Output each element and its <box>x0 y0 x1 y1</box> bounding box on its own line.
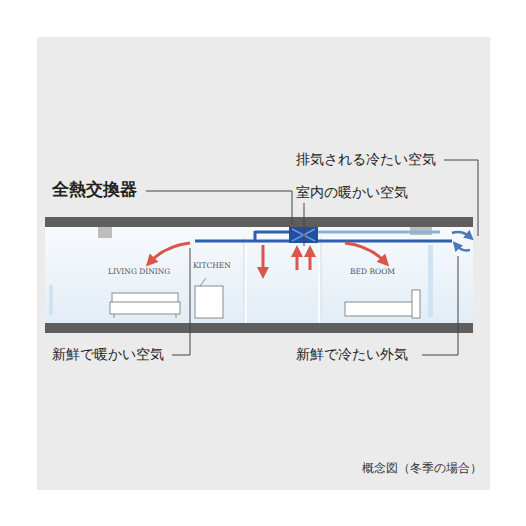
callout-label: 新鮮で暖かい空気 <box>52 346 164 362</box>
part-label: 全熱交換器 <box>52 180 137 200</box>
kitchen-counter <box>195 278 223 318</box>
leader-line <box>146 160 478 355</box>
callout-label: 新鮮で冷たい外気 <box>296 346 408 362</box>
intake-air-arrow <box>456 245 470 250</box>
room-name: BED ROOM <box>350 268 395 277</box>
exhaust-air-arrow <box>452 232 470 237</box>
warm-air-arrow <box>296 251 299 270</box>
ceiling-slab <box>45 217 473 227</box>
exhaust-duct <box>318 231 440 234</box>
exhaust-duct <box>255 231 289 234</box>
warm-air-arrow <box>262 245 265 273</box>
callout-label: 排気される冷たい空気 <box>296 151 436 167</box>
warm-air-arrow <box>150 243 190 262</box>
warm-air-arrow <box>345 243 385 262</box>
warm-air-arrow <box>309 251 312 270</box>
supply-duct <box>318 240 452 243</box>
partition-wall <box>319 238 322 323</box>
partition-wall <box>244 238 247 323</box>
supply-duct <box>195 240 290 243</box>
caption: 概念図（冬季の場合） <box>362 462 482 476</box>
floor-slab <box>45 323 473 333</box>
partition-wall <box>321 238 322 323</box>
ceiling-bulkhead <box>98 227 112 238</box>
callout-label: 室内の暖かい空気 <box>296 184 408 200</box>
room-interior <box>45 227 473 323</box>
sofa <box>110 293 180 318</box>
bed <box>345 290 420 318</box>
window <box>428 245 433 317</box>
window <box>49 285 53 315</box>
background-panel <box>37 37 490 490</box>
room-name: KITCHEN <box>193 262 231 271</box>
room-name: LIVING DINING <box>108 268 170 277</box>
partition-wall <box>244 238 245 323</box>
